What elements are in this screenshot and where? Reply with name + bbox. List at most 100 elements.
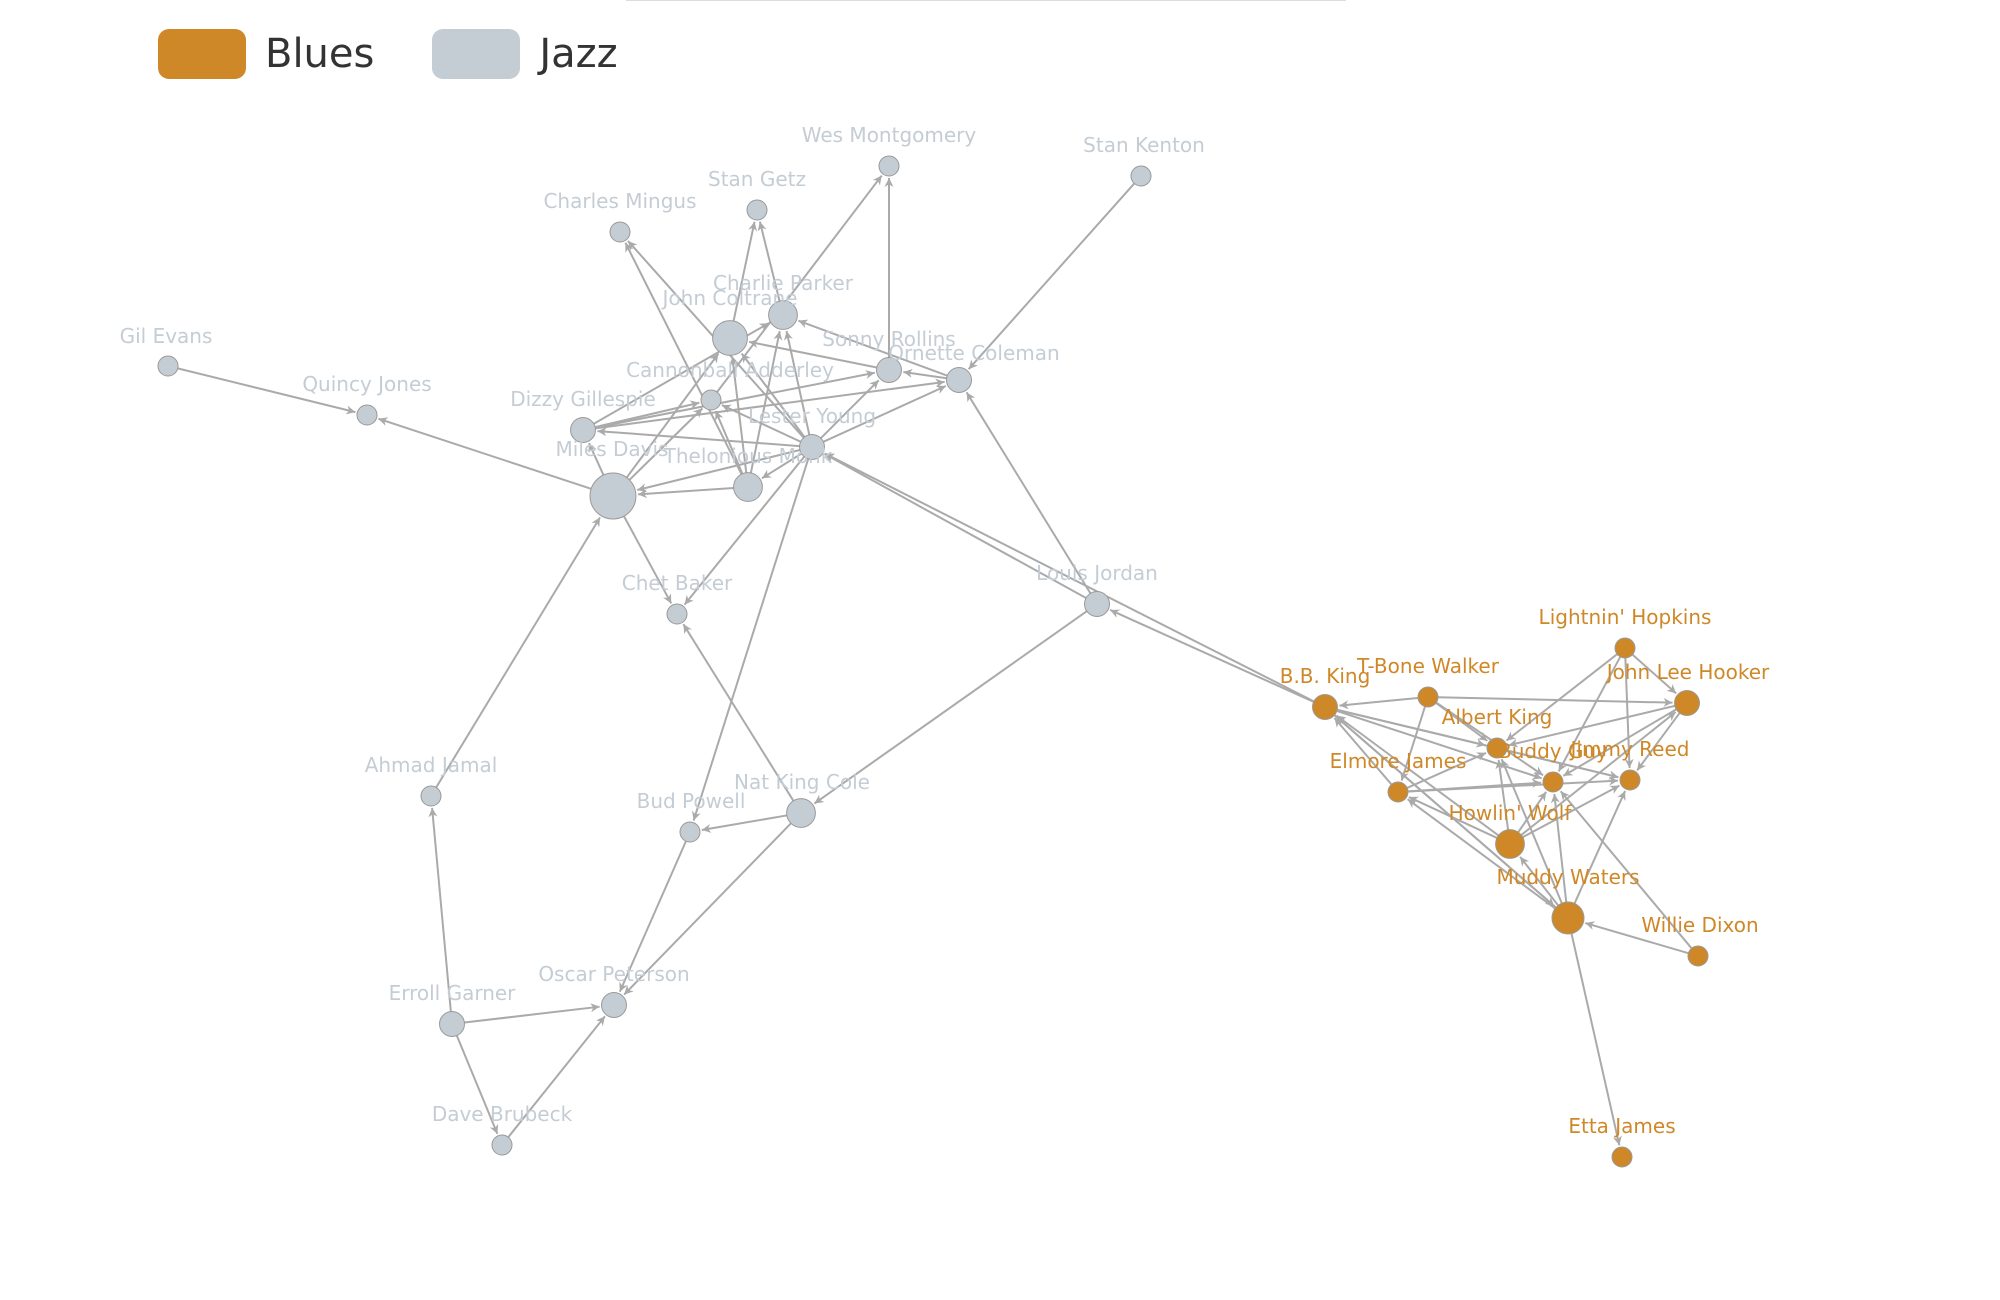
edge-willie-buddy [1559,790,1693,949]
node-johnlee[interactable] [1674,690,1700,716]
node-label-jimmy: Jimmy Reed [1569,737,1690,761]
node-label-louis: Louis Jordan [1036,561,1158,585]
node-label-albert: Albert King [1442,705,1553,729]
node-lester[interactable] [799,434,825,460]
edge-lester-coltrane [740,352,806,438]
node-louis[interactable] [1084,591,1110,617]
node-muddy[interactable] [1551,901,1585,935]
edge-howlin-buddy [1517,791,1547,833]
node-dizzy[interactable] [570,417,596,443]
node-ornette[interactable] [946,367,972,393]
node-coltrane[interactable] [712,320,748,356]
node-buddy[interactable] [1542,771,1564,793]
edge-lightnin-albert [1505,653,1618,742]
node-erroll[interactable] [439,1011,465,1037]
node-rollins[interactable] [876,357,902,383]
node-lightnin[interactable] [1614,637,1636,659]
edge-lester-miles [637,449,801,493]
node-label-mingus: Charles Mingus [543,189,696,213]
node-tbone[interactable] [1417,686,1439,708]
node-monk[interactable] [733,472,763,502]
edge-monk-coltrane [728,357,748,473]
edge-rollins-coltrane [748,339,877,369]
edge-johnlee-buddy [1562,708,1677,777]
node-label-oscar: Oscar Peterson [538,962,689,986]
node-chet[interactable] [666,603,688,625]
edge-johnlee-albert [1508,704,1676,748]
edge-muddy-bbking [1335,715,1557,909]
edge-monk-miles [637,486,734,499]
edge-natking-oscar [623,822,792,996]
edge-lester-chet [683,456,805,606]
edge-albert-jimmy [1506,749,1619,780]
edge-muddy-etta [1570,933,1622,1146]
node-label-natking: Nat King Cole [734,770,870,794]
edge-louis-ornette [965,391,1092,594]
edge-brubeck-oscar [507,1015,606,1138]
node-mingus[interactable] [609,221,631,243]
edge-muddy-jimmy [1573,790,1626,904]
edge-tbone-johnlee [1437,696,1673,707]
edge-dizzy-rollins [595,370,875,429]
edge-louis-lester [824,453,1087,599]
edge-muddy-buddy [1550,793,1568,903]
node-label-chet: Chet Baker [622,571,733,595]
edge-miles-dizzy [588,442,605,476]
edge-ornette-parker [798,319,948,377]
edge-lester-cannonball [721,404,802,443]
legend-label-jazz: Jazz [539,31,618,77]
node-oscar[interactable] [601,992,627,1018]
node-jamal[interactable] [420,785,442,807]
node-miles[interactable] [589,472,637,520]
node-jimmy[interactable] [1619,769,1641,791]
edge-miles-chet [623,515,673,604]
node-willie[interactable] [1687,945,1709,967]
edge-kenton-ornette [967,182,1136,370]
edge-dizzy-cannonball [594,400,700,429]
node-howlin[interactable] [1495,829,1525,859]
edge-lightnin-johnlee [1631,653,1677,695]
edge-tbone-buddy [1435,701,1544,777]
edge-erroll-oscar [464,1003,600,1024]
node-parker[interactable] [768,300,798,330]
node-elmore[interactable] [1387,781,1409,803]
legend-item-jazz[interactable]: Jazz [432,29,618,79]
edge-monk-mingus [624,242,743,475]
edge-louis-natking [813,610,1088,805]
edge-howlin-johnlee [1520,711,1677,836]
edge-willie-muddy [1584,921,1689,955]
legend-swatch-jazz [432,29,521,79]
node-wes[interactable] [878,155,900,177]
edge-bbking-lester [824,452,1315,703]
edge-miles-coltrane [625,353,720,479]
node-etta[interactable] [1611,1146,1633,1168]
node-natking[interactable] [786,798,816,828]
node-bbking[interactable] [1312,694,1338,720]
legend-item-blues[interactable]: Blues [158,29,374,79]
node-brubeck[interactable] [491,1134,513,1156]
node-bud[interactable] [679,821,701,843]
node-cannonball[interactable] [700,389,722,411]
node-label-jamal: Ahmad Jamal [365,753,498,777]
node-label-rollins: Sonny Rollins [822,327,955,351]
node-gil[interactable] [157,355,179,377]
edge-layer [177,174,1693,1146]
legend-swatch-blues [158,29,246,79]
edge-miles-cannonball [628,407,704,481]
node-quincy[interactable] [356,404,378,426]
edge-elmore-bbking [1333,717,1393,786]
edge-lester-bud [692,458,810,821]
node-label-elmore: Elmore James [1330,749,1467,773]
edge-elmore-albert [1406,751,1487,789]
node-getz[interactable] [746,199,768,221]
node-label-miles: Miles Davis [556,437,669,461]
edge-muddy-howlin [1519,856,1559,907]
edge-lester-dizzy [597,427,800,448]
edge-miles-quincy [378,417,592,490]
edge-lester-rollins [820,379,880,439]
edge-howlin-jimmy [1522,784,1620,839]
node-kenton[interactable] [1130,165,1152,187]
node-albert[interactable] [1486,737,1508,759]
legend-label-blues: Blues [265,31,375,77]
